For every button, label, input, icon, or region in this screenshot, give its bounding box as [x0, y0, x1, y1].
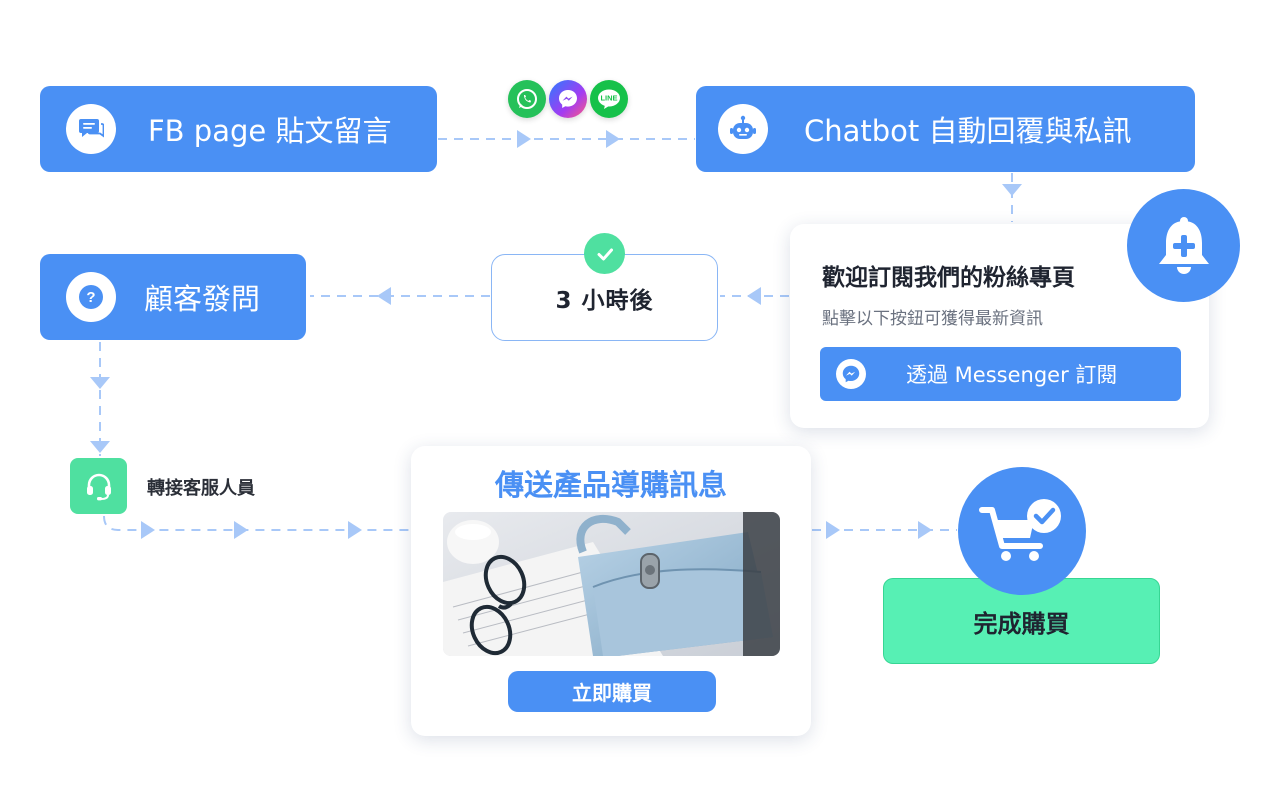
arrow-down-1 [90, 377, 110, 389]
chatbot-step: Chatbot 自動回覆與私訊 [696, 86, 1195, 172]
arrow-right-3 [141, 521, 155, 539]
chat-bubble-icon [66, 104, 116, 154]
arrow-right-5 [348, 521, 362, 539]
arrow-left-1 [747, 287, 761, 305]
svg-text:?: ? [86, 289, 95, 306]
headset-icon [70, 458, 127, 514]
subscribe-subtitle: 點擊以下按鈕可獲得最新資訊 [822, 309, 1043, 329]
check-icon [584, 233, 625, 274]
arrow-down-2 [90, 441, 110, 453]
agent-transfer-label: 轉接客服人員 [147, 478, 255, 499]
bell-plus-icon [1127, 189, 1240, 302]
line-icon-text: LINE [600, 94, 617, 103]
arrow-right-7 [918, 521, 932, 539]
robot-icon [718, 104, 768, 154]
messenger-subscribe-label: 透過 Messenger 訂閱 [906, 363, 1118, 387]
delay-label: 3 小時後 [555, 287, 654, 314]
product-message-card: 傳送產品導購訊息 [411, 446, 811, 736]
line-icon: LINE [590, 80, 628, 118]
purchase-complete-label: 完成購買 [973, 610, 1070, 638]
arrow-right-2 [606, 130, 620, 148]
arrow-right-6 [826, 521, 840, 539]
buy-now-button[interactable]: 立即購買 [508, 671, 716, 712]
product-card-title: 傳送產品導購訊息 [494, 468, 727, 502]
subscribe-title: 歡迎訂閱我們的粉絲專頁 [822, 265, 1075, 291]
messenger-icon [549, 80, 587, 118]
subscribe-card: 歡迎訂閱我們的粉絲專頁 點擊以下按鈕可獲得最新資訊 透過 Messenger 訂… [790, 224, 1209, 428]
messenger-subscribe-button[interactable]: 透過 Messenger 訂閱 [820, 347, 1181, 401]
arrow-right-1 [517, 130, 531, 148]
messenger-icon [836, 359, 866, 389]
cart-check-icon [958, 467, 1086, 595]
whatsapp-icon [508, 80, 546, 118]
fb-post-step: FB page 貼文留言 [40, 86, 437, 172]
product-photo [443, 512, 780, 656]
chatbot-label: Chatbot 自動回覆與私訊 [804, 114, 1132, 148]
customer-question-step: ? 顧客發問 [40, 254, 306, 340]
arrow-down-chatbot [1002, 184, 1022, 196]
customer-question-label: 顧客發問 [144, 282, 261, 316]
fb-post-label: FB page 貼文留言 [148, 114, 392, 148]
arrow-right-4 [234, 521, 248, 539]
question-icon: ? [66, 272, 116, 322]
arrow-left-2 [377, 287, 391, 305]
